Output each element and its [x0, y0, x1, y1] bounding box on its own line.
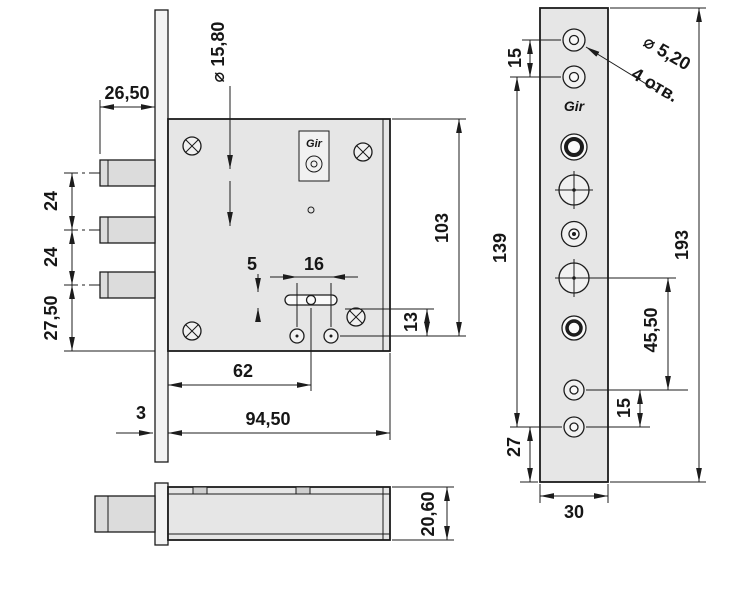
dim-bolt-protrusion: 26,50 [104, 83, 149, 103]
dim-bottom-margin: 27 [504, 437, 524, 457]
front-dimensions: 26,50 ⌀ 15,80 24 24 27,50 5 16 103 13 [41, 22, 466, 440]
dim-faceplate-thickness: 3 [136, 403, 146, 423]
bolt-hole-cross-2 [555, 259, 593, 297]
deadbolt-2 [99, 216, 156, 244]
cylinder-screw-holes [289, 328, 339, 344]
deadbolt-side [94, 495, 156, 533]
deadbolt-3 [99, 271, 156, 299]
dim-slot-to-screws: 13 [401, 312, 421, 332]
dim-bolt-to-edge: 27,50 [41, 295, 61, 340]
dim-bolt-pitch-2: 24 [41, 247, 61, 267]
screw-top-right [353, 142, 373, 162]
faceplate-dimensions: 15 139 27 193 ⌀ 5,20 4 отв. 45,50 15 30 [490, 7, 706, 522]
dim-slot-height: 5 [247, 254, 257, 274]
screw-top-left [182, 136, 202, 156]
screw-bottom-left [182, 321, 202, 341]
dim-screw-hole-count: 4 отв. [628, 64, 682, 107]
screw-bottom-right [346, 307, 366, 327]
dim-backset: 62 [233, 361, 253, 381]
front-view: Gir [64, 9, 391, 463]
dim-plate-width: 30 [564, 502, 584, 522]
dim-lower-span: 45,50 [641, 307, 661, 352]
bolt-hole-ring-1 [560, 133, 588, 161]
dim-bolt-diameter: ⌀ 15,80 [208, 22, 228, 83]
dim-body-height: 103 [432, 213, 452, 243]
dim-bottom-screw-pitch: 15 [614, 398, 634, 418]
dim-screw-hole-diameter: ⌀ 5,20 [640, 31, 694, 74]
dim-bolt-pitch-1: 24 [41, 191, 61, 211]
faceplate-strip [154, 9, 169, 463]
tab-notch [192, 486, 208, 495]
dim-plate-length: 193 [672, 230, 692, 260]
brand-plate: Gir [298, 130, 330, 182]
bolt-hole-ring-2 [561, 315, 587, 341]
brand-text-faceplate: Gir [564, 98, 586, 114]
tab-notch [295, 486, 311, 495]
deadbolt-1 [99, 159, 156, 187]
screw-hole-1 [562, 28, 586, 52]
dim-screw-pitch: 16 [304, 254, 324, 274]
screw-hole-4 [563, 416, 585, 438]
bottom-view: 20,60 [94, 482, 454, 546]
lock-body-side [167, 486, 391, 541]
bolt-hole-center [560, 220, 588, 248]
bolt-hole-cross-1 [555, 171, 593, 209]
dim-body-thickness: 20,60 [418, 491, 438, 536]
faceplate-view: Gir [539, 7, 609, 483]
screw-hole-3 [563, 379, 585, 401]
dim-body-depth: 94,50 [245, 409, 290, 429]
faceplate-strip-side [154, 482, 169, 546]
dim-screw-span: 139 [490, 233, 510, 263]
screw-hole-2 [562, 65, 586, 89]
center-pin-hole [307, 206, 315, 214]
brand-text-front: Gir [306, 138, 323, 150]
dim-top-screw-pitch: 15 [505, 48, 525, 68]
key-slot [284, 294, 338, 306]
